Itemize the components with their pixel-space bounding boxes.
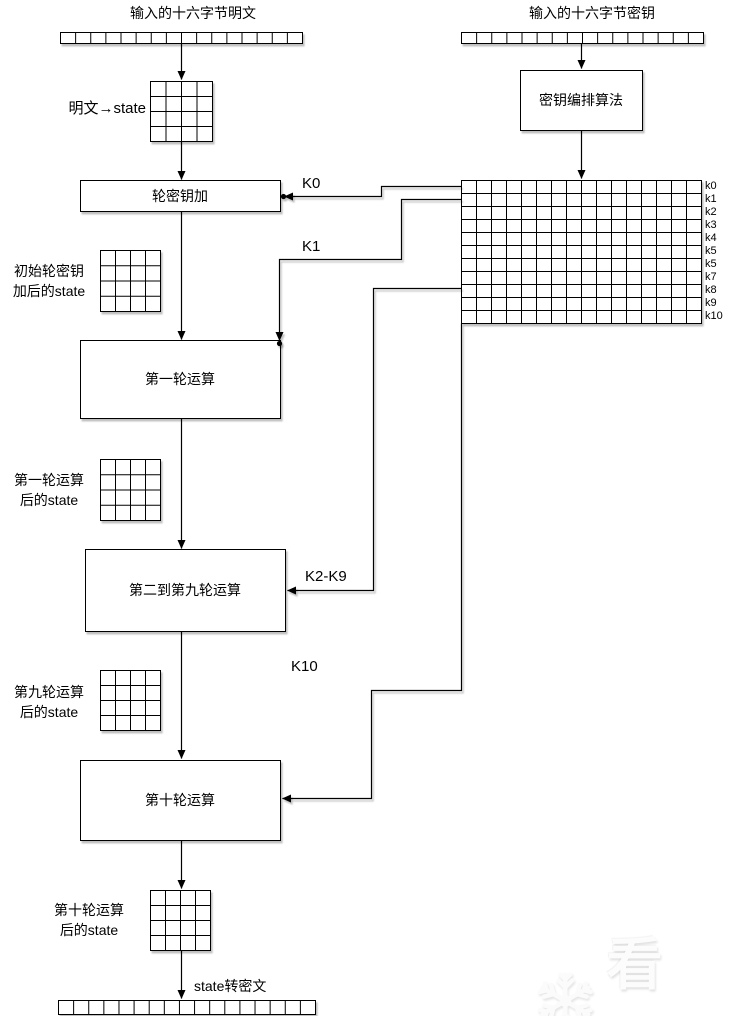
row-label: k0 — [705, 180, 717, 192]
key-schedule-row-labels: k0 k1 k2 k3 k4 k5 k5 k7 k8 k9 k10 — [705, 180, 723, 323]
round10-box-shape — [80, 760, 281, 841]
k2-k9-connector — [287, 287, 462, 595]
state-grid-after-r1 — [100, 459, 161, 521]
row-label: k7 — [705, 271, 717, 283]
k0-connector — [284, 185, 462, 201]
key-byte-strip — [461, 32, 704, 44]
initial-state-label-line2: 加后的state — [12, 283, 86, 299]
plaintext-to-state-label: 明文→state — [68, 100, 146, 117]
row-label: k2 — [705, 206, 717, 218]
row-label: k1 — [705, 193, 717, 205]
k1-label: K1 — [302, 238, 321, 255]
round1-state-label-line1: 第一轮运算 — [14, 472, 84, 488]
k2-k9-label: K2-K9 — [305, 568, 347, 585]
rounds2-9-box: 第二到第九轮运算 — [129, 582, 241, 598]
initial-state-label: 初始轮密钥 加后的state — [2, 261, 96, 301]
round-key-connectors — [275, 185, 463, 803]
k10-connector — [282, 323, 463, 803]
k1-connector — [275, 198, 462, 341]
state-grid-after-ark — [100, 250, 161, 312]
row-label: k4 — [705, 232, 717, 244]
key-title: 输入的十六字节密钥 — [529, 5, 655, 21]
key-schedule-grid — [461, 180, 702, 324]
key-schedule-box: 密钥编排算法 — [539, 92, 623, 108]
row-label: k5 — [705, 245, 717, 257]
k0-label: K0 — [302, 175, 321, 192]
state-grid-after-r10 — [150, 890, 211, 951]
round10-state-label-line1: 第十轮运算 — [54, 902, 124, 918]
row-label: k9 — [705, 297, 717, 309]
initial-state-label-line1: 初始轮密钥 — [14, 263, 84, 279]
round10-state-label: 第十轮运算 后的state — [42, 900, 136, 940]
round9-state-label-line2: 后的state — [19, 704, 79, 720]
round9-state-label: 第九轮运算 后的state — [2, 682, 96, 722]
plaintext-byte-strip — [60, 32, 303, 44]
row-label: k8 — [705, 284, 717, 296]
row-label: k5 — [705, 258, 717, 270]
plaintext-title: 输入的十六字节明文 — [130, 5, 256, 21]
k0-junction-dot — [280, 193, 287, 200]
rounds2-9-box-shape — [85, 549, 286, 632]
shapes-layer — [58, 32, 704, 1015]
row-label: k10 — [705, 310, 723, 322]
ciphertext-byte-strip — [58, 1000, 316, 1015]
kanxue-watermark: 看雪 — [534, 920, 732, 1016]
round1-box: 第一轮运算 — [145, 371, 215, 387]
key-schedule-box-shape — [520, 70, 643, 131]
main-flow-arrows — [177, 43, 586, 999]
round1-box-shape — [80, 340, 281, 419]
k1-junction-dot — [276, 340, 283, 347]
add-round-key-box: 轮密钥加 — [152, 187, 208, 204]
round1-state-label-line2: 后的state — [19, 492, 79, 508]
k10-label: K10 — [291, 658, 318, 675]
state-grid-initial — [150, 81, 213, 142]
round10-state-label-line2: 后的state — [59, 922, 119, 938]
row-label: k3 — [705, 219, 717, 231]
state-grid-after-r9 — [100, 670, 161, 731]
state-to-ciphertext-label: state转密文 — [194, 978, 267, 994]
watermark-brand-text: 看雪 — [606, 933, 671, 1016]
round10-box: 第十轮运算 — [145, 792, 215, 808]
round9-state-label-line1: 第九轮运算 — [14, 684, 84, 700]
round1-state-label: 第一轮运算 后的state — [2, 470, 96, 510]
snowflake-icon — [534, 972, 597, 1016]
add-round-key-box-shape — [80, 180, 281, 212]
